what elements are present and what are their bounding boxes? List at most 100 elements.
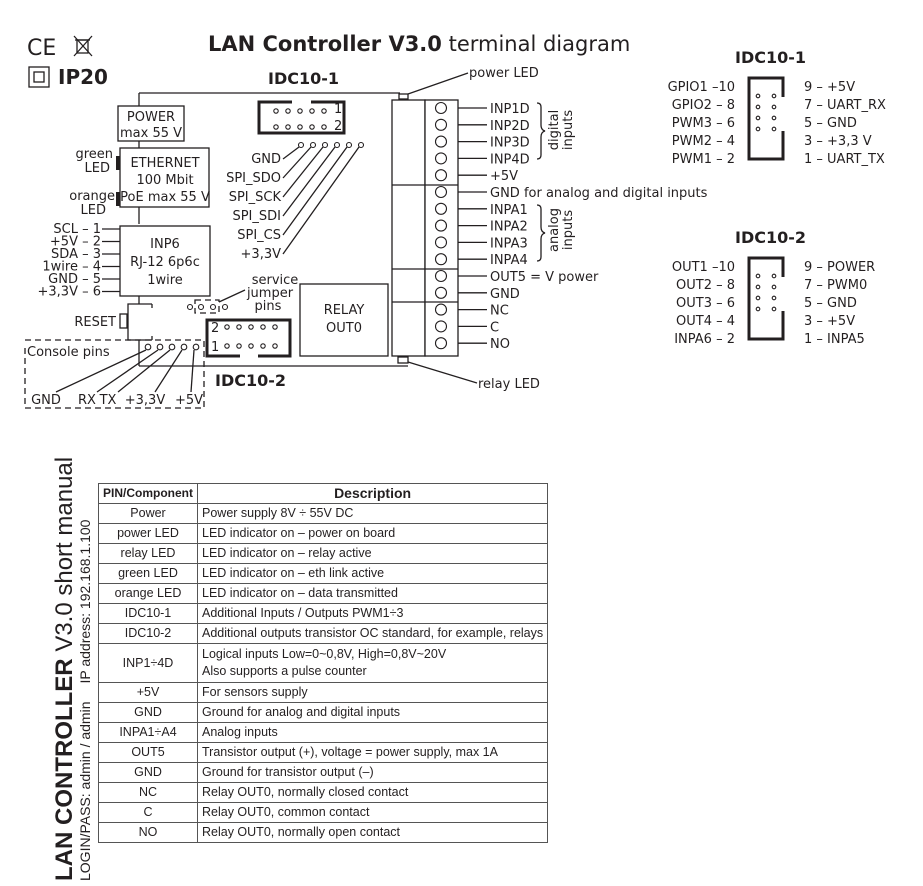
description-line: Transistor output (+), voltage = power s…	[202, 745, 498, 759]
idc10-2-pin	[260, 343, 266, 349]
terminal-screw	[434, 219, 448, 232]
pin-cell: IDC10-1	[98, 603, 198, 624]
idc10-1-board-label: IDC10-1	[268, 69, 339, 88]
description-cell: Additional Inputs / Outputs PWM1÷3	[196, 603, 549, 624]
pinout-pin	[755, 93, 761, 99]
idc10-1-pin	[309, 108, 315, 114]
pinout-right-label: 9 – POWER	[804, 260, 875, 275]
idc10-2-pin	[272, 343, 278, 349]
terminal-label: GND for analog and digital inputs	[490, 186, 708, 201]
description-cell: Power supply 8V ÷ 55V DC	[196, 503, 549, 524]
idc10-1-pin	[285, 124, 291, 130]
description-cell: LED indicator on – eth link active	[196, 563, 549, 584]
description-cell: Relay OUT0, normally open contact	[196, 822, 549, 843]
pin-cell: IDC10-2	[98, 623, 198, 644]
pinout-left-label: PWM2 – 4	[672, 134, 735, 149]
pinout-pin	[771, 93, 777, 99]
idc10-2-pin	[248, 324, 254, 330]
terminal-screw	[434, 286, 448, 299]
green-led-label-2: LED	[85, 161, 110, 176]
console-pin-line	[55, 349, 147, 393]
pinout-pin	[755, 115, 761, 121]
terminal-label: INPA1	[490, 203, 528, 218]
svg-text:IDC10-1: IDC10-1	[735, 48, 806, 67]
description-line-2: Also supports a pulse counter	[202, 664, 367, 678]
terminal-screw	[434, 152, 448, 165]
idc10-1-pin	[297, 108, 303, 114]
terminal-label: INPA4	[490, 253, 528, 268]
pinout-pin	[755, 295, 761, 301]
spi-pin	[297, 141, 305, 149]
pinout-right-label: 1 – UART_TX	[804, 152, 885, 167]
relay-out0: RELAY OUT0	[299, 283, 389, 357]
spi-pin-line	[282, 146, 300, 160]
idc10-2-pin	[260, 324, 266, 330]
svg-text:1wire: 1wire	[147, 273, 183, 288]
pinout-pin	[771, 284, 777, 290]
pin-cell: relay LED	[98, 543, 198, 564]
console-pin	[144, 343, 152, 351]
svg-text:inputs: inputs	[561, 210, 576, 250]
terminal-screw	[434, 118, 448, 131]
power-led-label: power LED	[469, 66, 539, 81]
svg-text:100 Mbit: 100 Mbit	[136, 173, 193, 188]
pinout-right-label: 1 – INPA5	[804, 332, 865, 347]
console-pin	[180, 343, 188, 351]
power-connector: POWER max 55 V	[117, 105, 185, 142]
pinout-right-label: 9 – +5V	[804, 80, 855, 95]
idc10-1-pin	[273, 108, 279, 114]
green-led-label: green	[75, 147, 113, 162]
pin-cell: power LED	[98, 523, 198, 544]
pin-cell: green LED	[98, 563, 198, 584]
svg-text:jumper: jumper	[246, 286, 294, 301]
manual-side-title: LAN CONTROLLER V3.0 short manual LOGIN/P…	[51, 456, 93, 881]
inp6-connector: INP6 RJ-12 6p6c 1wire	[119, 225, 211, 297]
manual-title: LAN CONTROLLER V3.0 short manual	[51, 456, 78, 881]
idc10-2-pin	[236, 343, 242, 349]
terminal-screw	[434, 236, 448, 249]
spi-pin-line	[282, 146, 312, 179]
terminal-screw	[434, 303, 448, 316]
pinout-right-label: 3 – +5V	[804, 314, 855, 329]
idc10-1-pin	[273, 124, 279, 130]
spi-pin	[345, 141, 353, 149]
description-line: For sensors supply	[202, 685, 308, 699]
idc10-2-board-label: IDC10-2	[215, 371, 286, 390]
pinout-left-label: GPIO1 –10	[668, 80, 735, 95]
ethernet-connector: ETHERNET 100 Mbit PoE max 55 V	[116, 147, 210, 208]
pinout-right-label: 5 – GND	[804, 296, 857, 311]
title-rest: terminal diagram	[442, 32, 630, 56]
terminal-screw	[434, 101, 448, 115]
power-led	[398, 93, 409, 100]
pinout-left-label: PWM3 – 6	[672, 116, 735, 131]
spi-pin-label: SPI_CS	[237, 228, 281, 243]
inp6-pin-label: 1wire – 4	[42, 260, 101, 275]
spi-pin	[357, 141, 365, 149]
pin-cell: INPA1÷A4	[98, 722, 198, 743]
description-cell: Transistor output (+), voltage = power s…	[196, 742, 549, 763]
svg-text:RELAY: RELAY	[324, 303, 365, 318]
pinout-right-label: 7 – PWM0	[804, 278, 867, 293]
console-pin-line	[190, 349, 195, 393]
terminal-screw	[434, 337, 448, 350]
terminal-screw	[434, 169, 448, 182]
description-cell: LED indicator on – relay active	[196, 543, 549, 564]
pinout-pin	[755, 273, 761, 279]
spi-pin-line	[282, 146, 360, 255]
pinout-left-label: PWM1 – 2	[672, 152, 735, 167]
login-pass: LOGIN/PASS: admin / admin	[77, 701, 93, 881]
green-led-marker	[116, 156, 120, 170]
terminal-diagram: LAN Controller V3.0 terminal diagram CE …	[23, 32, 886, 409]
spi-pin-label: SPI_SCK	[229, 190, 282, 205]
console-pin	[192, 343, 200, 351]
svg-text:PoE max 55 V: PoE max 55 V	[120, 190, 210, 205]
idc10-1-header: 1 2	[257, 100, 346, 135]
console-pin	[156, 343, 164, 351]
